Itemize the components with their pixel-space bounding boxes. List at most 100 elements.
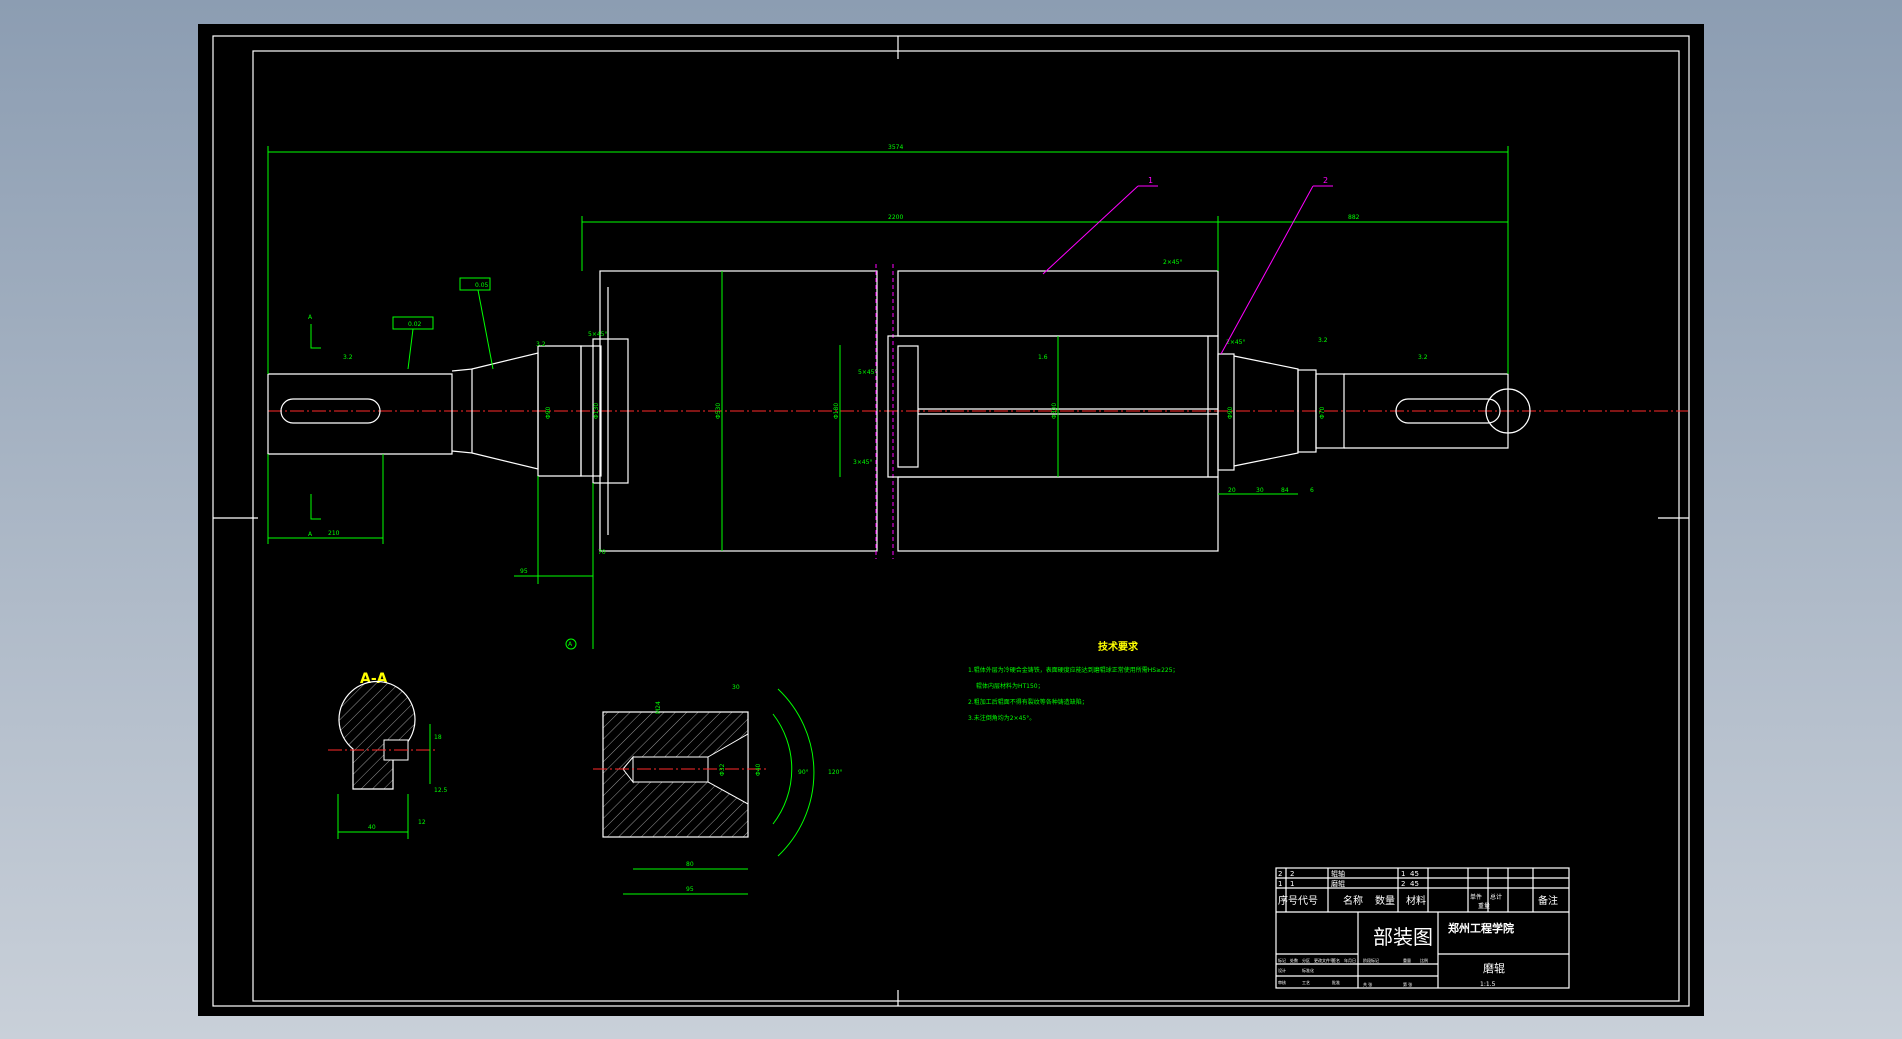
dim-step-4: 30 [1256,487,1264,494]
tb-small-7: 设计 [1278,967,1286,973]
chamfer-4: 2×45° [1226,339,1245,346]
tb-small-6: 年月日 [1344,957,1356,963]
dim-dia-1: Φ90 [545,406,552,419]
bom-row-1-name: 辊轴 [1331,869,1345,878]
view-markers: A A [308,314,321,538]
tb-small-13: 工艺 [1302,980,1310,985]
bom-header-unit: 单件 [1470,893,1482,901]
dim-dia-body: Φ530 [715,403,722,419]
notes-line-4: 3.未注倒角均为2×45°。 [968,714,1035,722]
chamfer-5: 3×45° [853,459,872,466]
balloon-1: 1 [1148,176,1153,185]
dim-step-6: 6 [1310,487,1314,494]
bom-row-1-qty: 1 [1401,870,1405,878]
technical-notes: 技术要求 1.辊体外层为冷硬合金铸铁，表面硬度应能达到磨辊球正常使用所需HS≥2… [968,640,1179,722]
title-block: 2 2 辊轴 1 45 1 1 磨辊 2 45 序号 代号 名称 数量 材料 单… [1275,867,1570,989]
bom-row-1-code: 2 [1290,870,1294,878]
section-dim-r: 12 [418,819,426,826]
assembly-drawing: 3574 2200 882 210 95 70 20 30 84 6 Φ90 Φ… [212,35,1690,1007]
tb-small-14: 批准 [1332,979,1340,985]
right-shaft [1217,353,1531,471]
detail-ang-1: 90° [798,769,809,776]
drawing-name: 部装图 [1373,925,1433,949]
dim-overall: 3574 [888,144,903,151]
dim-step-2: 70 [598,549,606,556]
dimension-lines: 3574 2200 882 210 95 70 20 30 84 6 Φ90 Φ… [267,144,1509,650]
part-name: 磨辊 [1483,961,1505,975]
bom-row-1-no: 2 [1278,870,1282,878]
dim-step-3: 20 [1228,487,1236,494]
detail-thread: M24 [655,701,662,714]
section-dim-key: 18 [434,734,442,741]
bom-header-qty: 数量 [1375,894,1395,907]
dim-step-5: 84 [1281,487,1289,494]
sheet-border [212,35,1690,1007]
section-dim-depth: 12.5 [434,787,448,794]
cad-viewport[interactable]: 3574 2200 882 210 95 70 20 30 84 6 Φ90 Φ… [198,24,1704,1016]
school-name: 郑州工程学院 [1448,921,1514,935]
tb-small-3: 分区 [1302,957,1310,963]
notes-line-3: 2.粗加工后辊面不得有裂纹等各种铸造缺陷； [968,698,1088,706]
bom-header-no: 序号 [1278,894,1298,907]
balloon-2: 2 [1323,176,1328,185]
bom-row-2-code: 1 [1290,880,1294,888]
section-dim-width: 40 [368,824,376,831]
chamfer-1: 5×45° [588,331,607,338]
dim-dia-2: Φ130 [593,403,600,419]
center-hole-detail: 90° 120° 80 95 M24 Φ32 Φ40 30 [593,684,842,895]
dim-dia-4: Φ90 [1227,406,1234,419]
chamfer-3: 2×45° [1163,259,1182,266]
dim-dia-5: Φ70 [1319,406,1326,419]
tb-small-9: 阶段标记 [1363,957,1379,963]
detail-len-1: 80 [686,861,694,868]
tb-small-5: 签名 [1332,957,1340,963]
bom-row-2-qty: 2 [1401,880,1405,888]
part-balloons: 1 2 [1042,176,1333,355]
tb-small-2: 处数 [1290,957,1298,963]
scale-value: 1:1.5 [1480,981,1496,988]
section-a-a: A-A 40 18 12.5 12 [328,671,448,839]
bom-row-1-material: 45 [1410,870,1419,878]
dim-right-span: 882 [1348,214,1360,221]
tb-small-1: 标记 [1278,957,1286,963]
notes-title: 技术要求 [1098,640,1139,653]
detail-len-2: 95 [686,886,694,893]
roughness-3: 1.6 [1038,354,1048,361]
tb-small-12: 审核 [1278,979,1286,985]
bom-row-2-name: 磨辊 [1331,879,1345,888]
tb-small-15: 共 张 [1363,981,1372,987]
bom-row-2-material: 45 [1410,880,1419,888]
bom-header-material: 材料 [1406,894,1426,907]
roughness-1: 3.2 [343,354,353,361]
tb-small-10: 重量 [1403,957,1411,963]
roughness-2: 3.2 [536,341,546,348]
bom-header-name: 名称 [1343,894,1363,907]
roughness-5: 3.2 [1318,337,1328,344]
bom-header-total: 总计 [1490,893,1502,901]
chamfer-2: 5×45° [858,369,877,376]
dim-dia-3: Φ180 [833,403,840,419]
tb-small-4: 更改文件号 [1314,957,1334,963]
view-mark-a-top: A [308,314,313,321]
bom-row-2-no: 1 [1278,880,1282,888]
datum-mark: A [568,641,573,648]
tolerance-1: 0.02 [408,321,422,328]
notes-line-1: 1.辊体外层为冷硬合金铸铁，表面硬度应能达到磨辊球正常使用所需HS≥225； [968,666,1179,674]
roll-body-exterior [599,270,878,552]
tolerance-2: 0.05 [475,282,489,289]
break-line [875,264,894,559]
tb-small-16: 第 张 [1403,981,1412,987]
notes-line-2: 辊体内层材料为HT150； [976,682,1044,690]
dim-step-1: 95 [520,568,528,575]
detail-d2: Φ40 [755,763,762,776]
dim-dia-bore: Φ300 [1051,403,1058,419]
detail-d1: Φ32 [719,763,726,776]
detail-pitch: 30 [732,684,740,691]
bom-header-code: 代号 [1298,895,1318,907]
roughness-4: 3.2 [1418,354,1428,361]
detail-ang-2: 120° [828,769,842,776]
tb-small-8: 标准化 [1302,967,1314,973]
view-mark-a-bottom: A [308,531,313,538]
left-shaft [267,338,629,484]
dim-left-key: 210 [328,530,340,537]
